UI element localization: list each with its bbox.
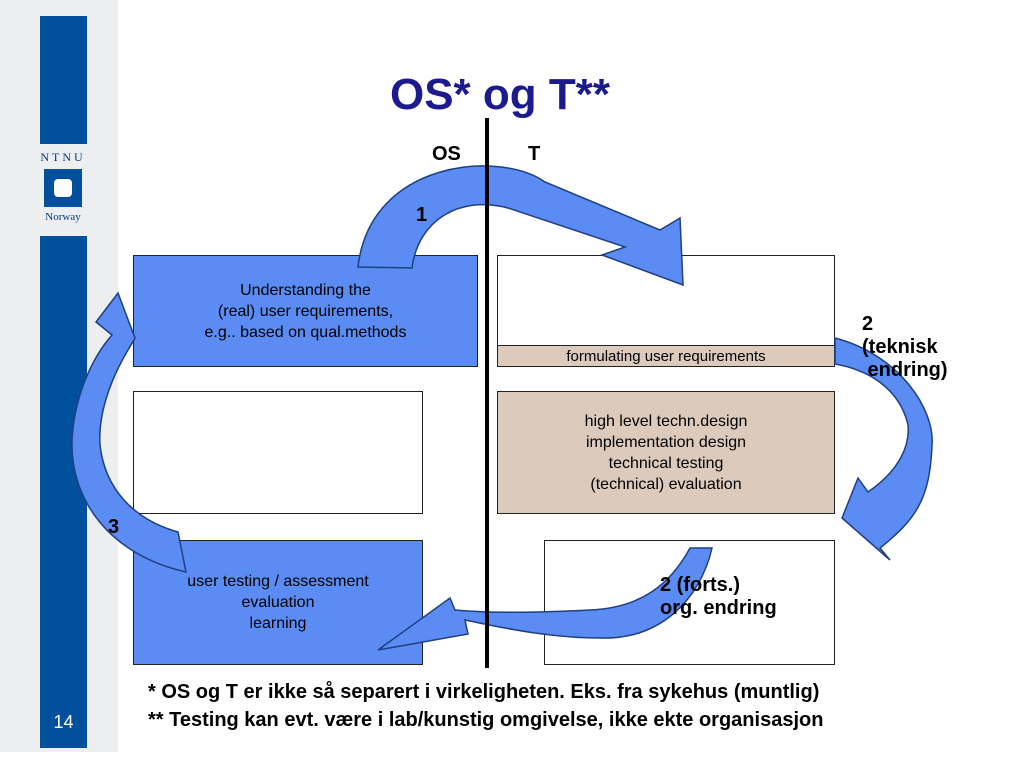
arrow-label-2-continued: 2 (forts.) org. endring (660, 574, 777, 620)
curved-arrow-3 (71, 291, 187, 573)
box-text-line: implementation design (585, 433, 747, 451)
box-text-line: user testing / assessment (187, 573, 369, 590)
column-label-t: T (528, 143, 541, 165)
arrow-label-3: 3 (108, 516, 120, 538)
arrow-label-2-continued-line: org. endring (660, 597, 777, 619)
footnote-2: ** Testing kan evt. være i lab/kunstig o… (148, 709, 824, 731)
box-text-line: e.g.. based on qual.methods (204, 323, 407, 341)
column-label-os: OS (432, 143, 461, 165)
curved-arrow-2-continued (377, 547, 713, 651)
curved-arrow-2 (834, 337, 933, 561)
box-technical-design: high level techn.design implementation d… (497, 391, 835, 514)
box-text-line: learning (249, 615, 307, 632)
arrow-label-2-continued-line: 2 (forts.) (660, 574, 740, 596)
logo-bottom-text: Norway (45, 211, 81, 223)
box-text-line: evaluation (241, 594, 315, 611)
arrow-label-1: 1 (416, 204, 428, 226)
box-empty-os (133, 391, 423, 514)
slide-title: OS* og T** (389, 70, 611, 119)
box-text-line: (technical) evaluation (590, 475, 742, 493)
arrow-label-2-line: 2 (862, 313, 874, 335)
page-number: 14 (53, 712, 74, 732)
sidebar-bar-top (40, 16, 87, 144)
footnote-1: * OS og T er ikke så separert i virkelig… (148, 681, 820, 703)
box-text-line: formulating user requirements (566, 347, 766, 365)
ntnu-logo: NTNU Norway (30, 150, 96, 223)
box-formulating-requirements: formulating user requirements (497, 345, 835, 367)
box-text-line: technical testing (608, 454, 724, 472)
logo-square-icon (44, 169, 82, 207)
curved-arrow-1 (357, 165, 684, 287)
box-text-line: Understanding the (240, 281, 371, 299)
arrow-label-2: 2 (teknisk endring) (862, 313, 948, 382)
sidebar-bar-bottom (40, 236, 87, 748)
arrow-label-2-line: (teknisk (862, 336, 938, 358)
box-understanding-requirements: Understanding the (real) user requiremen… (133, 255, 478, 367)
logo-top-text: NTNU (40, 150, 86, 164)
box-text-line: high level techn.design (584, 412, 748, 430)
arrow-label-2-line: endring) (862, 359, 948, 381)
box-text-line: (real) user requirements, (217, 302, 394, 320)
